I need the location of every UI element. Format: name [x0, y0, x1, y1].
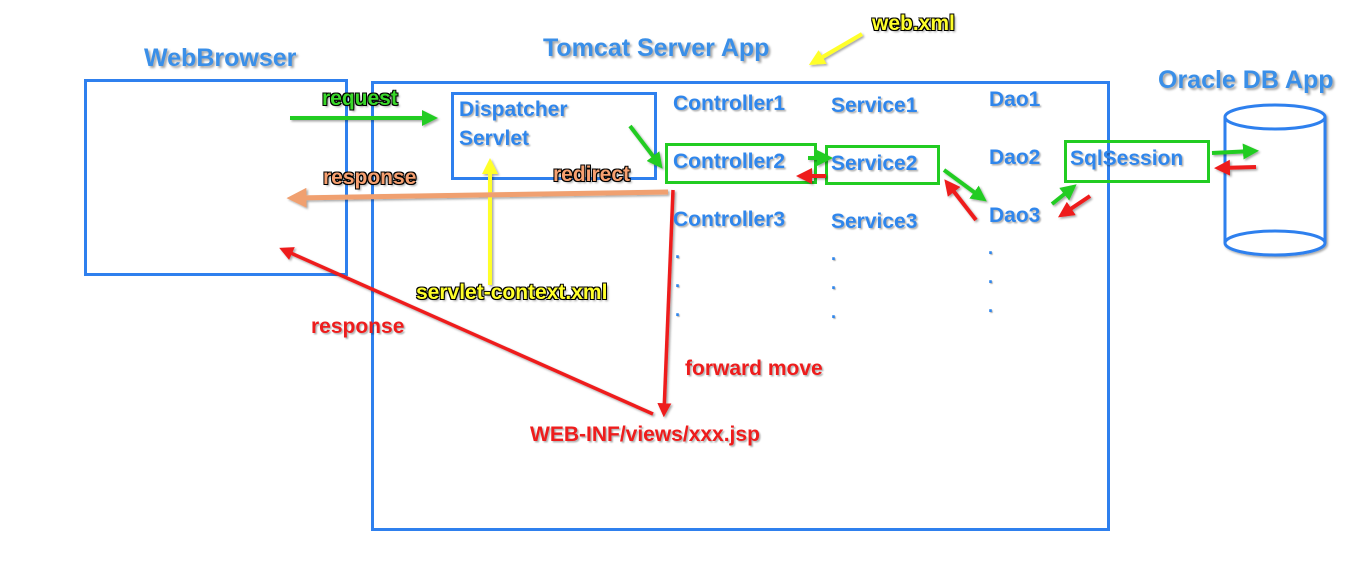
- dispatcher-servlet-box: [451, 92, 657, 180]
- webxml-arrow: [808, 32, 864, 66]
- dispatcher-label-line2: Servlet: [459, 127, 530, 150]
- db-to-sqlsession-arrow: [1214, 159, 1257, 176]
- controller-ellipsis: ...: [675, 242, 681, 320]
- service2-label: Service2: [831, 152, 918, 175]
- service-to-dao-arrow: [942, 168, 987, 202]
- sqlsession-highlight-box: [1064, 140, 1210, 183]
- controller2-label: Controller2: [673, 150, 786, 173]
- jsp-view-label: WEB-INF/views/xxx.jsp: [530, 423, 760, 446]
- webbrowser-box: [84, 79, 348, 276]
- sqlsession-to-dao-arrow: [1058, 194, 1092, 218]
- dao1-label: Dao1: [989, 88, 1041, 111]
- jsp-response-arrow: [279, 247, 654, 416]
- sqlsession-to-db-arrow: [1211, 143, 1259, 160]
- servlet-context-label: servlet-context.xml: [416, 281, 608, 304]
- redirect-label: redirect: [553, 163, 631, 186]
- service-ellipsis: ...: [831, 244, 837, 322]
- response-bottom-label: response: [311, 315, 405, 338]
- controller1-label: Controller1: [673, 92, 786, 115]
- dao-to-service-arrow: [944, 179, 978, 222]
- tomcat-server-box: [371, 81, 1110, 531]
- dao3-label: Dao3: [989, 204, 1041, 227]
- response-top-label: response: [323, 166, 417, 189]
- dao-to-sqlsession-arrow: [1050, 184, 1077, 206]
- dispatcher-to-controller-arrow: [628, 124, 663, 169]
- dao-ellipsis: ...: [988, 238, 994, 316]
- forward-move-label: forward move: [685, 357, 823, 380]
- tomcat-server-title: Tomcat Server App: [543, 34, 770, 62]
- forward-move-arrow: [657, 189, 675, 418]
- controller3-label: Controller3: [673, 208, 786, 231]
- sqlsession-label: SqlSession: [1070, 147, 1184, 170]
- dao2-label: Dao2: [989, 146, 1041, 169]
- service3-label: Service3: [831, 210, 918, 233]
- dispatcher-label-line1: Dispatcher: [459, 98, 568, 121]
- webxml-label: web.xml: [872, 12, 955, 35]
- oracle-db-title: Oracle DB App: [1158, 66, 1334, 94]
- request-label: request: [322, 87, 398, 110]
- redirect-response-arrow: [286, 187, 669, 208]
- webbrowser-title: WebBrowser: [144, 44, 297, 72]
- controller2-highlight-box: [665, 143, 817, 184]
- service1-label: Service1: [831, 94, 918, 117]
- database-cylinder-icon: [1223, 103, 1327, 257]
